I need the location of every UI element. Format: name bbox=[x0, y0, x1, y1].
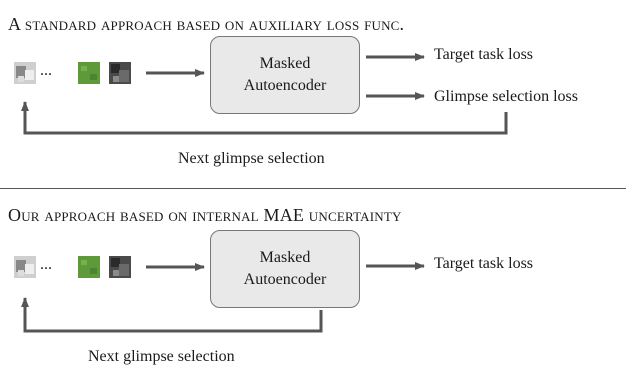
feedback-label: Next glimpse selection bbox=[178, 150, 325, 167]
masked-autoencoder-box: Masked Autoencoder bbox=[210, 230, 360, 308]
model-label-line1: Masked bbox=[259, 249, 311, 266]
glimpse-thumbnail-dark bbox=[109, 256, 131, 278]
ellipsis: ... bbox=[40, 256, 52, 273]
output-target-task-loss: Target task loss bbox=[434, 255, 534, 272]
glimpse-thumbnail-grass bbox=[78, 256, 100, 278]
model-label-line2: Autoencoder bbox=[243, 77, 327, 94]
panel-title-bottom: Our approach based on internal MAE uncer… bbox=[8, 205, 402, 225]
feedback-loop-bottom bbox=[21, 297, 323, 333]
glimpse-thumbnail-dog bbox=[14, 62, 36, 84]
glimpse-thumbnail-dark bbox=[109, 62, 131, 84]
feedback-label: Next glimpse selection bbox=[88, 348, 235, 365]
panel-title-top: A standard approach based on auxiliary l… bbox=[8, 14, 405, 34]
feedback-loop-top bbox=[21, 101, 508, 135]
glimpse-thumbnail-dog bbox=[14, 256, 36, 278]
model-label-line1: Masked bbox=[259, 55, 311, 72]
panel-divider bbox=[0, 188, 626, 189]
model-label-line2: Autoencoder bbox=[243, 271, 327, 288]
ellipsis: ... bbox=[40, 62, 52, 79]
output-glimpse-selection-loss: Glimpse selection loss bbox=[434, 88, 578, 105]
glimpse-thumbnail-grass bbox=[78, 62, 100, 84]
masked-autoencoder-box: Masked Autoencoder bbox=[210, 36, 360, 114]
output-target-task-loss: Target task loss bbox=[434, 46, 534, 63]
